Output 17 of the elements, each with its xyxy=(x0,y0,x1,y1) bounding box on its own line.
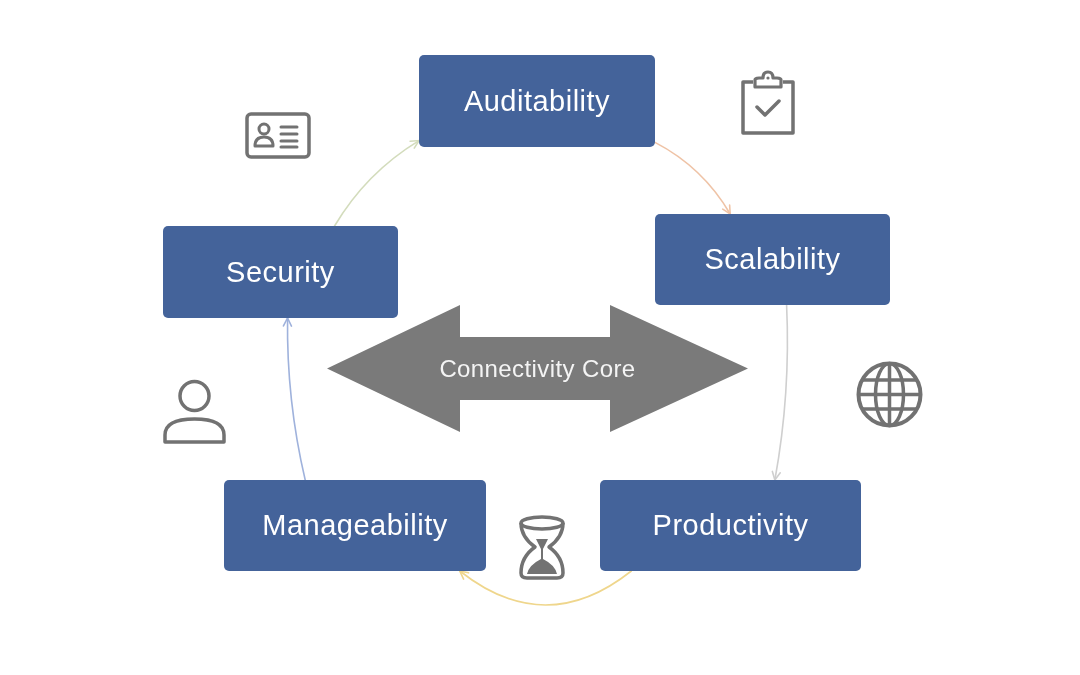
node-label: Scalability xyxy=(704,243,841,276)
node-label: Security xyxy=(226,255,335,289)
process-box xyxy=(224,480,486,571)
process-box xyxy=(163,226,398,318)
node-label: Manageability xyxy=(262,509,448,542)
process-box xyxy=(600,480,861,571)
curved-arrow xyxy=(771,304,789,481)
process-box xyxy=(655,214,890,305)
curved-arrow xyxy=(459,570,633,606)
node-label: Auditability xyxy=(463,84,611,118)
double-arrow xyxy=(327,305,748,432)
curved-arrow xyxy=(282,317,307,481)
curved-arrow xyxy=(654,141,731,215)
node-label: Productivity xyxy=(652,509,809,542)
curved-arrow xyxy=(333,139,420,227)
process-box xyxy=(419,55,655,147)
node-label: Connectivity Core xyxy=(439,354,636,383)
